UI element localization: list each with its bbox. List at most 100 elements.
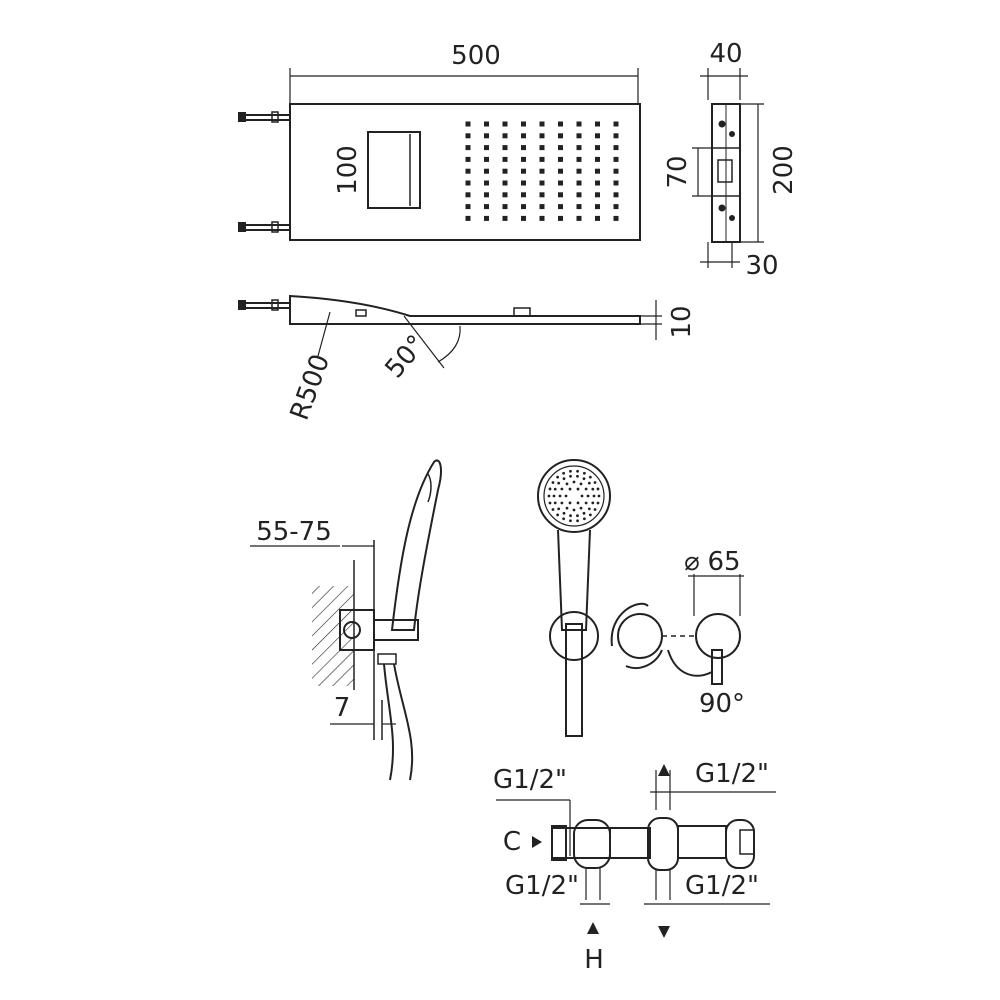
hand-shower-front-view: ⌀ 65 90° (537, 459, 745, 737)
profile-inlet (238, 299, 290, 311)
nozzle-dot (539, 168, 545, 174)
nozzle-dot (576, 133, 582, 139)
profile-arm (289, 294, 641, 325)
nozzle-dot (521, 145, 526, 151)
nozzle-dot (576, 204, 582, 210)
diameter-symbol: ⌀ (684, 547, 700, 577)
nozzle-dot (595, 121, 600, 127)
nozzle-dot (558, 133, 563, 139)
nozzle-dot (613, 180, 619, 186)
mixer-lever (711, 649, 723, 685)
rotate-arrow-bottom (625, 649, 663, 669)
nozzle-dot (521, 121, 526, 127)
handset-nozzle-dot (579, 506, 583, 510)
nozzle-dot (558, 180, 563, 186)
nozzle-dot (539, 215, 545, 221)
nozzle-dot (484, 204, 489, 210)
nozzle-dot (465, 204, 471, 210)
down-arrow-icon (658, 926, 670, 938)
nozzle-dot (539, 156, 545, 162)
side-handset (390, 459, 442, 631)
nozzle-dot (558, 168, 563, 174)
nozzle-dot (484, 168, 489, 174)
rotate-arrow-top (610, 602, 649, 647)
nozzle-dot (595, 133, 600, 139)
handset-nozzle-dot (587, 481, 591, 485)
nozzle-dot (521, 192, 526, 198)
nozzle-dot (576, 215, 582, 221)
nozzle-dot (539, 121, 545, 127)
nozzle-dot (539, 180, 545, 186)
handset-nozzle-dot (572, 480, 576, 484)
handset-nozzle-dot (582, 477, 586, 481)
nozzle-dot (521, 133, 526, 139)
handset-nozzle-dot (565, 482, 569, 486)
nozzle-dot (465, 180, 471, 186)
handset-nozzle-dot (576, 519, 579, 523)
handset-nozzle-dot (565, 506, 569, 510)
handset-nozzle-dot (556, 513, 560, 517)
nozzle-dot (465, 133, 471, 139)
handset-nozzle-dot (557, 481, 561, 485)
handset-nozzle-dot (568, 501, 572, 505)
nozzle-dot (484, 121, 489, 127)
nozzle-dot (595, 145, 600, 151)
handset-nozzle-dot (562, 517, 566, 521)
nozzle-dot (595, 192, 600, 198)
nozzle-dot (595, 215, 600, 221)
handset-nozzle-dot (551, 481, 555, 484)
handset-nozzle-dot (557, 507, 561, 511)
handset-nozzle-dot (562, 471, 566, 475)
left-port-stub (551, 825, 567, 861)
nozzle-dot (613, 121, 619, 127)
handset-nozzle-dot (584, 487, 588, 491)
nozzle-dot (613, 145, 619, 151)
angle-arc (437, 325, 461, 363)
handset-nozzle-dot (576, 501, 580, 505)
side-bracket (711, 147, 741, 197)
handset-nozzle-dot (552, 494, 556, 498)
nozzle-dot (502, 156, 508, 162)
handset-nozzle-dot (591, 487, 595, 491)
nozzle-dot (502, 215, 508, 221)
nozzle-dot (465, 168, 471, 174)
handset-nozzle-dot (569, 469, 572, 473)
nozzle-dot (576, 121, 582, 127)
handset-nozzle-dot (556, 475, 560, 479)
handset-nozzle-dot (560, 487, 564, 491)
nozzle-dot (502, 192, 508, 198)
hose-left (383, 663, 395, 781)
radius-label: R500 (285, 350, 336, 424)
wall-label: 55-75 (256, 517, 332, 547)
port-top-left-label: G1/2" (493, 765, 567, 795)
handset-nozzle-dot (582, 471, 586, 475)
handset-nozzle-dot (588, 475, 592, 479)
inner-label: 70 (663, 155, 693, 188)
handset-nozzle-dot (572, 508, 576, 512)
handset-nozzle-dot (548, 501, 552, 505)
handset-nozzle-dot (576, 514, 579, 518)
wall-rosette (549, 611, 599, 661)
handset-nozzle-dot (586, 494, 590, 498)
nozzle-dot (539, 192, 545, 198)
nozzle-dot (502, 168, 508, 174)
window-height-label: 100 (333, 145, 363, 195)
nozzle-dot (484, 215, 489, 221)
nozzle-dot (502, 204, 508, 210)
handset-nozzle-dot (547, 494, 551, 498)
nozzle-dot (521, 156, 526, 162)
up-arrow-icon (658, 764, 670, 776)
handset-nozzle-dot (553, 501, 557, 505)
mixer-rosette (695, 613, 741, 659)
mixer-body-view: G1/2" G1/2" C G1/2" G1/2" H (493, 759, 776, 975)
handset-nozzle-dot (576, 487, 580, 491)
handset-nozzle-dot (580, 494, 584, 498)
profile-nut (513, 307, 531, 317)
handset-nozzle-dot (564, 494, 568, 498)
handset-nozzle-dot (576, 474, 579, 478)
head-side-view: 40 200 70 30 (663, 39, 799, 281)
angle-leg (403, 315, 445, 369)
nozzle-dot (521, 168, 526, 174)
handset-handle (557, 529, 591, 631)
